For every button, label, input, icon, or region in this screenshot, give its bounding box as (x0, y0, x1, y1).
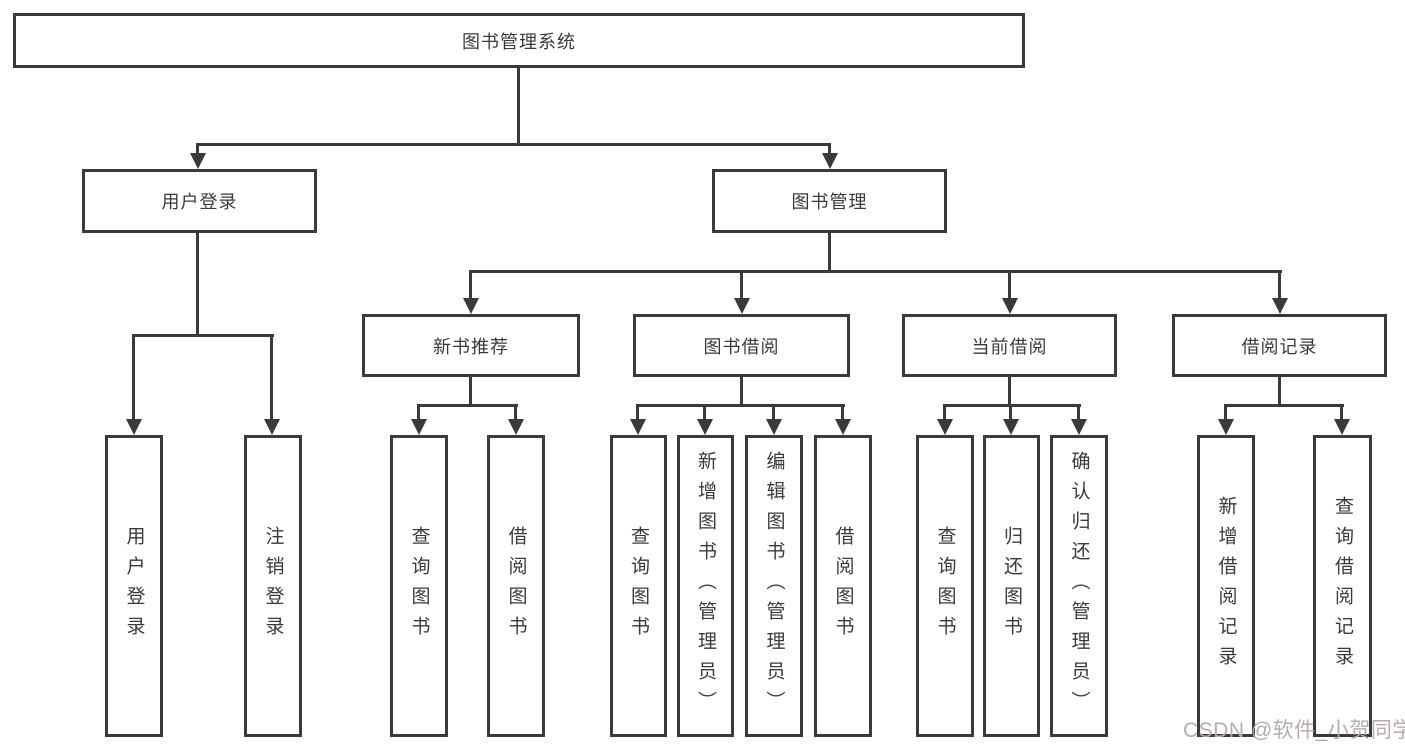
arrow-down-icon (1272, 298, 1288, 314)
leaf-confirm-return-admin: 确认归还（管理员） (1050, 435, 1108, 737)
connector-current-vline (1008, 377, 1011, 406)
node-book-borrow-label: 图书借阅 (703, 336, 780, 357)
connector-current-drop-3 (1077, 404, 1080, 421)
connector-borrow-drop-1 (636, 404, 639, 421)
leaf-query-borrow-record-label: 查询借阅记录 (1332, 496, 1353, 676)
node-user-login-label: 用户登录 (161, 192, 238, 212)
connector-newbook-hline (418, 404, 518, 407)
connector-mgmt-drop-3 (1008, 270, 1011, 300)
arrow-down-icon (463, 298, 479, 314)
connector-current-drop-2 (1009, 404, 1012, 421)
connector-current-hline (944, 404, 1081, 407)
connector-borrow-drop-3 (772, 404, 775, 421)
connector-record-hline (1225, 404, 1344, 407)
connector-root-hline (197, 143, 831, 146)
node-root-label: 图书管理系统 (462, 31, 576, 52)
connector-userlogin-vline (196, 233, 199, 336)
arrow-down-icon (630, 419, 646, 435)
csdn-watermark: CSDN @软件_小贺同学 (1183, 719, 1405, 742)
leaf-return-books-label: 归还图书 (1001, 526, 1022, 646)
arrow-down-icon (766, 419, 782, 435)
arrow-down-icon (190, 153, 206, 169)
connector-mgmt-hline (470, 270, 1282, 273)
leaf-borrow-books-recommend: 借阅图书 (487, 435, 545, 737)
connector-record-vline (1278, 377, 1281, 406)
node-book-management: 图书管理 (712, 169, 947, 233)
connector-borrow-drop-4 (841, 404, 844, 421)
leaf-query-books-current: 查询图书 (916, 435, 974, 737)
connector-userlogin-drop-1 (132, 334, 135, 420)
arrow-down-icon (1003, 419, 1019, 435)
arrow-down-icon (508, 419, 524, 435)
connector-newbook-drop-1 (417, 404, 420, 421)
connector-mgmt-drop-2 (740, 270, 743, 300)
arrow-down-icon (1002, 298, 1018, 314)
leaf-edit-books-admin-label: 编辑图书（管理员） (763, 451, 785, 721)
arrow-down-icon (411, 419, 427, 435)
connector-userlogin-hline (133, 334, 274, 337)
arrow-down-icon (822, 153, 838, 169)
node-root-system: 图书管理系统 (13, 13, 1025, 68)
leaf-query-books-recommend-label: 查询图书 (408, 526, 430, 646)
connector-userlogin-drop-2 (270, 334, 273, 420)
node-borrow-record: 借阅记录 (1172, 314, 1387, 377)
arrow-down-icon (1071, 419, 1087, 435)
node-new-book-recommend: 新书推荐 (362, 314, 580, 377)
node-borrow-record-label: 借阅记录 (1241, 336, 1318, 357)
connector-current-drop-1 (943, 404, 946, 421)
connector-mgmt-drop-1 (469, 270, 472, 300)
leaf-add-books-admin: 新增图书（管理员） (677, 435, 734, 737)
leaf-query-books-borrow: 查询图书 (610, 435, 667, 737)
connector-record-drop-2 (1340, 404, 1343, 421)
leaf-query-books-current-label: 查询图书 (934, 526, 956, 646)
connector-newbook-vline (469, 377, 472, 406)
node-book-borrow: 图书借阅 (633, 314, 850, 377)
leaf-add-borrow-record: 新增借阅记录 (1197, 435, 1255, 737)
node-user-login: 用户登录 (82, 169, 317, 233)
leaf-return-books: 归还图书 (983, 435, 1040, 737)
leaf-query-books-borrow-label: 查询图书 (628, 526, 649, 646)
arrow-down-icon (697, 419, 713, 435)
node-new-book-recommend-label: 新书推荐 (433, 336, 509, 357)
node-current-borrow-label: 当前借阅 (971, 336, 1048, 357)
leaf-user-login: 用户登录 (105, 435, 163, 737)
arrow-down-icon (937, 419, 953, 435)
arrow-down-icon (126, 419, 142, 435)
leaf-edit-books-admin: 编辑图书（管理员） (745, 435, 803, 737)
leaf-query-borrow-record: 查询借阅记录 (1313, 435, 1372, 737)
leaf-borrow-books: 借阅图书 (814, 435, 872, 737)
leaf-add-books-admin-label: 新增图书（管理员） (695, 451, 716, 721)
arrow-down-icon (264, 419, 280, 435)
arrow-down-icon (1218, 419, 1234, 435)
connector-mgmt-drop-4 (1278, 270, 1281, 300)
connector-borrow-hline (637, 404, 845, 407)
connector-root-drop-right (828, 143, 831, 156)
connector-mgmt-vline (828, 233, 831, 273)
connector-root-drop-left (196, 143, 199, 156)
connector-borrow-drop-2 (703, 404, 706, 421)
node-book-management-label: 图书管理 (791, 192, 868, 212)
connector-record-drop-1 (1224, 404, 1227, 421)
arrow-down-icon (1334, 419, 1350, 435)
connector-newbook-drop-2 (514, 404, 517, 421)
connector-root-vline (517, 68, 520, 146)
leaf-logout: 注销登录 (244, 435, 302, 737)
leaf-borrow-books-label: 借阅图书 (832, 526, 854, 646)
arrow-down-icon (734, 298, 750, 314)
leaf-confirm-return-admin-label: 确认归还（管理员） (1068, 451, 1090, 721)
leaf-user-login-label: 用户登录 (123, 526, 145, 646)
leaf-query-books-recommend: 查询图书 (390, 435, 448, 737)
leaf-add-borrow-record-label: 新增借阅记录 (1215, 496, 1237, 676)
leaf-borrow-books-recommend-label: 借阅图书 (505, 526, 527, 646)
connector-borrow-vline (740, 377, 743, 406)
arrow-down-icon (835, 419, 851, 435)
leaf-logout-label: 注销登录 (262, 526, 284, 646)
node-current-borrow: 当前借阅 (902, 314, 1117, 377)
